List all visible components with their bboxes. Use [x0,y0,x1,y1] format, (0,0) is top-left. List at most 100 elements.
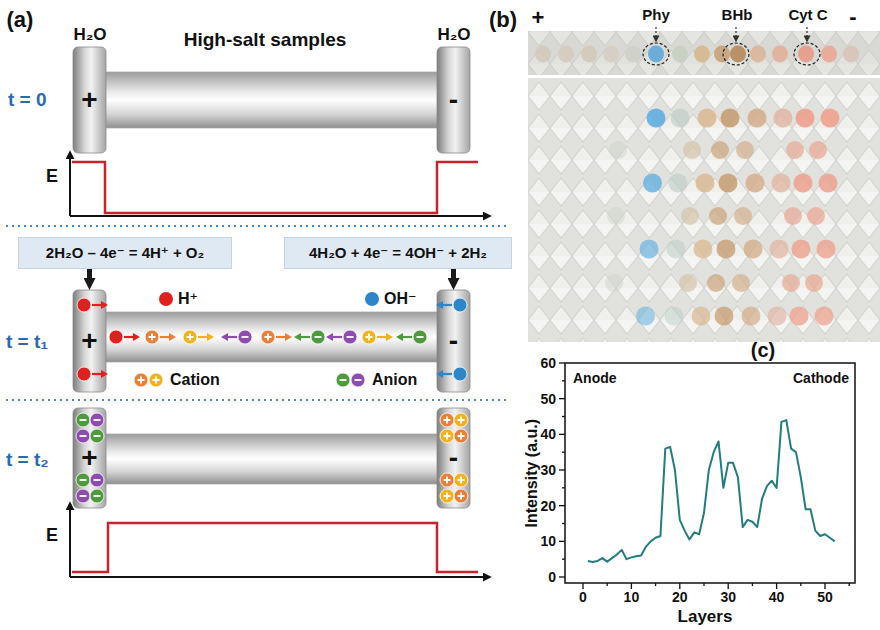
electrode-cap: - [437,47,470,153]
minus-sign [80,419,87,421]
minus-sign [80,435,87,437]
sample-tube [104,434,439,484]
migration-arrow [124,336,134,338]
label-holder: BHb [722,6,753,23]
protein-spot [772,174,791,193]
migration-arrow [227,336,237,338]
electrode-cap: - [437,408,470,508]
x-tick [824,583,825,589]
plus-sign [265,334,272,341]
migration-arrowhead [169,333,176,341]
ions [76,298,468,503]
electrode-cap [437,47,470,153]
label-holder: Anode [573,370,617,386]
panel-label: Phy [642,6,670,23]
protein-spot [784,207,802,225]
panel-label: 50 [817,589,833,605]
electrode-cap [73,47,106,153]
plus-sign [187,334,194,341]
plus-sign [458,493,465,500]
protein-spot [681,207,699,225]
panel-label: Cyt C [788,6,827,23]
protein-spot [742,307,761,326]
y-tick [559,469,565,470]
band-spot [625,46,641,63]
legend-item: OH⁻ [384,290,416,308]
band-spot [558,46,574,63]
band-marker [794,43,820,65]
x-tick [679,583,680,589]
protein-spot [815,307,834,326]
y-tick [562,523,565,524]
plus-sign [444,417,451,424]
protein-spot [794,174,813,193]
panel-label: BHb [722,6,753,23]
x-tick [655,583,656,586]
protein-spot [809,141,827,159]
paper-strip [528,31,880,75]
panel-label: H₂O [73,25,106,45]
protein-spot [792,240,811,259]
panel-label: 40 [540,426,556,442]
protein-spot [768,307,787,326]
migration-arrow [332,336,342,338]
ion [77,367,91,381]
protein-spot [694,240,713,259]
migration-arrowhead [285,333,292,341]
y-tick [559,576,565,577]
protein-spot [665,307,684,326]
plus-sign [458,477,465,484]
separator [6,225,510,227]
ion [453,367,467,381]
protein-spot [671,109,690,128]
label-holder: 10 [624,589,640,605]
ion [77,298,91,312]
minus-sign [315,336,322,338]
panel-label: t = t₁ [6,331,48,353]
migration-arrowhead [294,333,301,341]
ion [90,413,104,427]
x-tick [728,583,729,589]
electrode-sign: + [81,84,97,116]
panel-label: High-salt samples [184,29,347,51]
panel-b-photo [528,27,880,342]
label-holder: 0 [548,569,556,585]
axis-line [70,576,490,578]
minus-sign [80,479,87,481]
label-holder: 0 [579,589,587,605]
label-holder: (c) [751,339,775,362]
legend-text: OH⁻ [384,290,416,308]
panel-a-art [6,47,510,577]
label-holder: + [532,5,545,30]
band-spot [730,46,746,63]
protein-spot [744,240,763,259]
minus-sign [94,419,101,421]
y-tick [562,487,565,488]
label-holder: 30 [540,462,556,478]
migration-arrowhead [386,333,393,341]
migration-arrow [198,336,208,338]
panel-label: (b) [489,7,517,32]
band-spot [750,46,766,63]
legend-swatch [365,292,379,306]
band-spot [672,46,688,63]
protein-spot [719,174,738,193]
y-tick [562,559,565,560]
protein-spot [786,141,804,159]
label-holder: t = 0 [8,89,47,111]
migration-arrowhead [436,370,443,378]
plus-sign [444,477,451,484]
plus-sign [444,493,451,500]
panel-label: 10 [624,589,640,605]
label-holder: Phy [642,6,670,23]
protein-spot [709,207,727,225]
ion [440,429,454,443]
plus-sign [444,433,451,440]
minus-sign [340,379,347,381]
band-spot [821,46,837,63]
minus-sign [347,336,354,338]
protein-spot [683,141,701,159]
panel-label: 30 [540,462,556,478]
protein-spot [696,174,715,193]
